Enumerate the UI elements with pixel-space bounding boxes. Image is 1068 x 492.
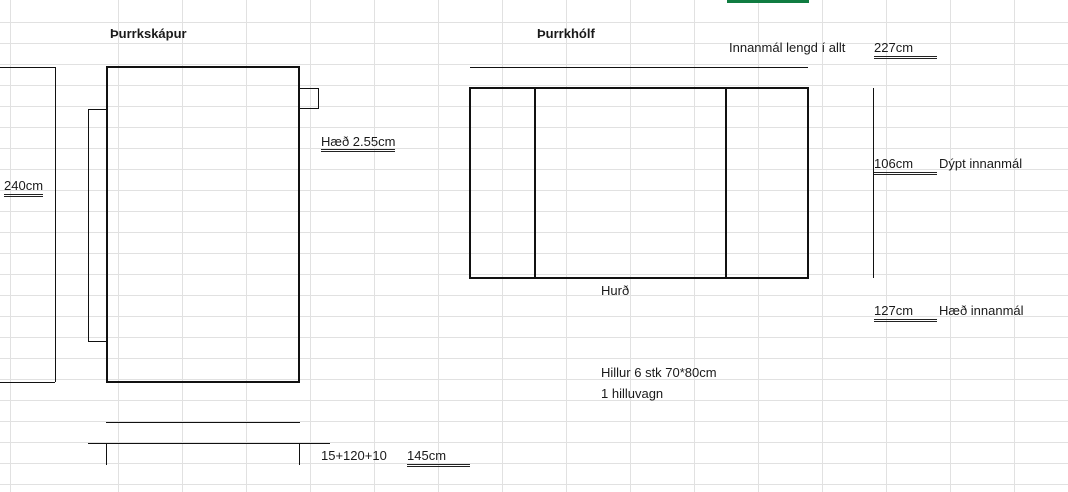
shelves-line-2: 1 hilluvagn xyxy=(601,386,664,401)
base-tick-left xyxy=(106,443,107,465)
cabinet-side-panel xyxy=(88,109,108,342)
door-label: Hurð xyxy=(601,283,630,298)
base-tick-right xyxy=(299,443,300,465)
width-total-text: 145cm xyxy=(407,448,447,463)
cabinet-outline xyxy=(106,66,300,383)
inner-height-value: 127cm xyxy=(874,303,937,322)
depth-dim-line xyxy=(873,88,874,278)
width-formula: 15+120+10 xyxy=(321,448,387,463)
compartment-divider-left xyxy=(534,87,536,279)
shelves-line-1: Hillur 6 stk 70*80cm xyxy=(601,365,717,380)
base-line-upper xyxy=(106,422,300,423)
inner-length-label: Innanmál lengd í allt xyxy=(729,40,846,55)
length-dim-line xyxy=(470,67,808,68)
inner-height-value-text: 127cm xyxy=(874,303,914,318)
depth-label: Dýpt innanmál xyxy=(939,156,1023,171)
height-dim-top-line xyxy=(0,67,55,68)
inner-length-value: 227cm xyxy=(874,40,937,59)
title-right: Þurrkhólf xyxy=(537,26,595,41)
height-label-text: Hæð 2.55cm xyxy=(321,134,396,152)
inner-length-value-text: 227cm xyxy=(874,40,914,55)
base-line-lower xyxy=(88,443,330,444)
depth-value-text: 106cm xyxy=(874,156,914,171)
left-height-value: 240cm xyxy=(4,178,44,197)
compartment-divider-right xyxy=(725,87,727,279)
title-left: Þurrkskápur xyxy=(110,26,187,41)
height-dim-vertical-line xyxy=(55,67,56,382)
cell-selection-indicator xyxy=(727,0,809,3)
height-dim-bottom-line xyxy=(0,382,55,383)
height-label: Hæð 2.55cm xyxy=(321,134,396,152)
cabinet-vent-box xyxy=(298,88,319,109)
depth-value: 106cm xyxy=(874,156,937,175)
inner-height-label: Hæð innanmál xyxy=(939,303,1024,318)
compartment-outline xyxy=(469,87,809,279)
width-total: 145cm xyxy=(407,448,470,467)
